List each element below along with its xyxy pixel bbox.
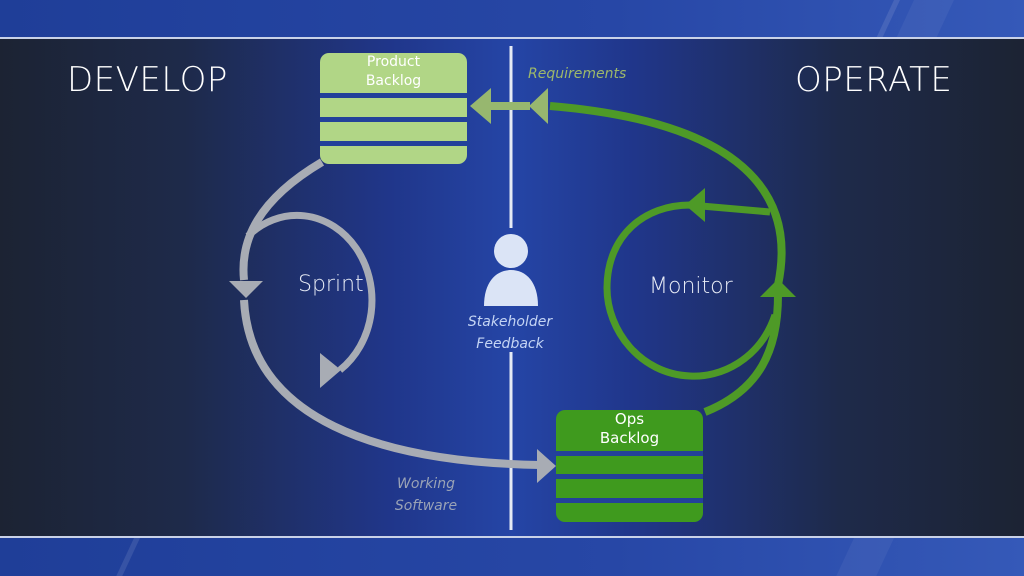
requirements-label: Requirements — [528, 66, 627, 82]
monitor-label: Monitor — [649, 274, 733, 299]
monitor-cycle-loop — [603, 201, 779, 380]
sprint-cycle-arrowhead — [320, 353, 341, 388]
ops-backlog-box — [556, 410, 703, 522]
product-backlog-label: Product Backlog — [320, 53, 467, 91]
sprint-cycle-loop — [245, 211, 376, 373]
monitor-cycle-arrowhead — [685, 188, 705, 222]
stakeholder-feedback-label: Stakeholder Feedback — [458, 311, 562, 355]
sprint-label: Sprint — [298, 272, 364, 297]
working-software-label: Working Software — [384, 473, 468, 517]
ops-backlog-label: Ops Backlog — [556, 410, 703, 448]
ops-backlog-line2: Backlog — [599, 429, 660, 447]
working-line1: Working — [397, 476, 455, 492]
operate-heading: OPERATE — [795, 60, 953, 100]
product-backlog-line1: Product — [366, 54, 421, 70]
develop-outer-loop — [239, 158, 541, 469]
stakeholder-line1: Stakeholder — [467, 314, 553, 330]
operate-up-arrowhead — [760, 279, 796, 297]
stakeholder-line2: Feedback — [476, 336, 544, 352]
develop-heading: DEVELOP — [67, 60, 228, 100]
top-band — [0, 0, 1024, 37]
working-line2: Software — [394, 498, 458, 514]
requirements-arrow — [470, 88, 548, 124]
stakeholder-person-icon — [484, 234, 538, 306]
product-backlog-box — [320, 53, 467, 164]
operate-outer-loop — [549, 102, 786, 416]
develop-down-arrowhead — [229, 281, 263, 298]
bottom-band — [0, 538, 1024, 576]
ops-backlog-line1: Ops — [614, 410, 645, 428]
working-software-arrowhead — [537, 449, 556, 483]
product-backlog-line2: Backlog — [365, 73, 422, 89]
